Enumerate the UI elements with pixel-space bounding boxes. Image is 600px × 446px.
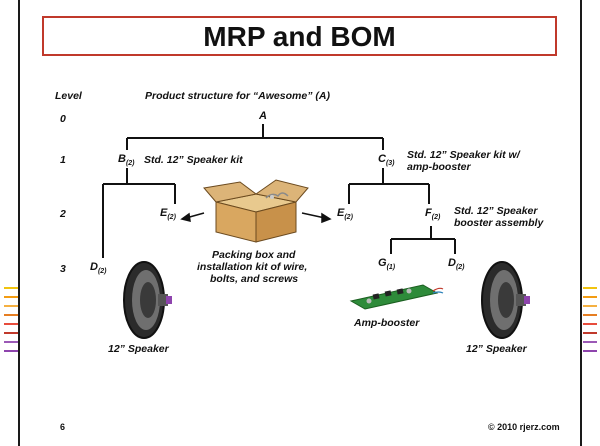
speaker-right-image bbox=[481, 261, 530, 339]
node-c-description-line2: amp-booster bbox=[407, 161, 471, 173]
slide bbox=[18, 0, 582, 446]
node-b: B(2) bbox=[118, 153, 135, 168]
edge-stripe bbox=[583, 305, 597, 307]
node-e-left: E(2) bbox=[160, 207, 176, 222]
node-b-description: Std. 12” Speaker kit bbox=[144, 154, 243, 166]
packing-label-line2: installation kit of wire, bbox=[197, 261, 308, 273]
left-edge-stripes bbox=[4, 287, 18, 392]
node-c-description-line1: Std. 12” Speaker kit w/ bbox=[407, 149, 520, 161]
edge-stripe bbox=[4, 332, 18, 334]
structure-header: Product structure for “Awesome” (A) bbox=[145, 90, 330, 102]
edge-stripe bbox=[4, 323, 18, 325]
edge-stripe bbox=[583, 296, 597, 298]
edge-stripe bbox=[4, 296, 18, 298]
packing-label-line1: Packing box and bbox=[212, 249, 296, 261]
node-c: C(3) bbox=[378, 153, 395, 168]
node-f: F(2) bbox=[425, 207, 441, 222]
edge-stripe bbox=[583, 350, 597, 352]
page-number: 6 bbox=[60, 422, 66, 432]
edge-stripe bbox=[4, 287, 18, 289]
edge-stripe bbox=[4, 341, 18, 343]
node-e-right: E(2) bbox=[337, 207, 353, 222]
node-d-left: D(2) bbox=[90, 261, 107, 276]
level-2: 2 bbox=[60, 208, 66, 220]
level-3: 3 bbox=[60, 263, 66, 275]
edge-stripe bbox=[4, 305, 18, 307]
edge-stripe bbox=[583, 323, 597, 325]
level-1: 1 bbox=[60, 154, 66, 166]
edge-stripe bbox=[583, 341, 597, 343]
right-edge-stripes bbox=[583, 287, 597, 392]
node-a: A bbox=[259, 110, 267, 122]
node-f-description-line1: Std. 12” Speaker bbox=[454, 205, 538, 217]
copyright: © 2010 rjerz.com bbox=[488, 422, 560, 432]
speaker-left-image bbox=[123, 261, 172, 339]
node-g: G(1) bbox=[378, 257, 396, 272]
level-0: 0 bbox=[60, 113, 66, 125]
speaker-left-label: 12” Speaker bbox=[108, 343, 169, 355]
speaker-right-label: 12” Speaker bbox=[466, 343, 527, 355]
edge-stripe bbox=[583, 314, 597, 316]
node-f-description-line2: booster assembly bbox=[454, 217, 544, 229]
amp-booster-image bbox=[349, 284, 444, 310]
edge-stripe bbox=[583, 287, 597, 289]
amp-booster-label: Amp-booster bbox=[354, 317, 420, 329]
node-d-right: D(2) bbox=[448, 257, 465, 272]
edge-stripe bbox=[4, 314, 18, 316]
edge-stripe bbox=[583, 332, 597, 334]
title-box: MRP and BOM bbox=[42, 16, 557, 56]
slide-title: MRP and BOM bbox=[203, 21, 396, 52]
packing-label-line3: bolts, and screws bbox=[210, 273, 299, 285]
packing-box-image bbox=[203, 179, 309, 243]
edge-stripe bbox=[4, 350, 18, 352]
level-header: Level bbox=[55, 90, 82, 102]
